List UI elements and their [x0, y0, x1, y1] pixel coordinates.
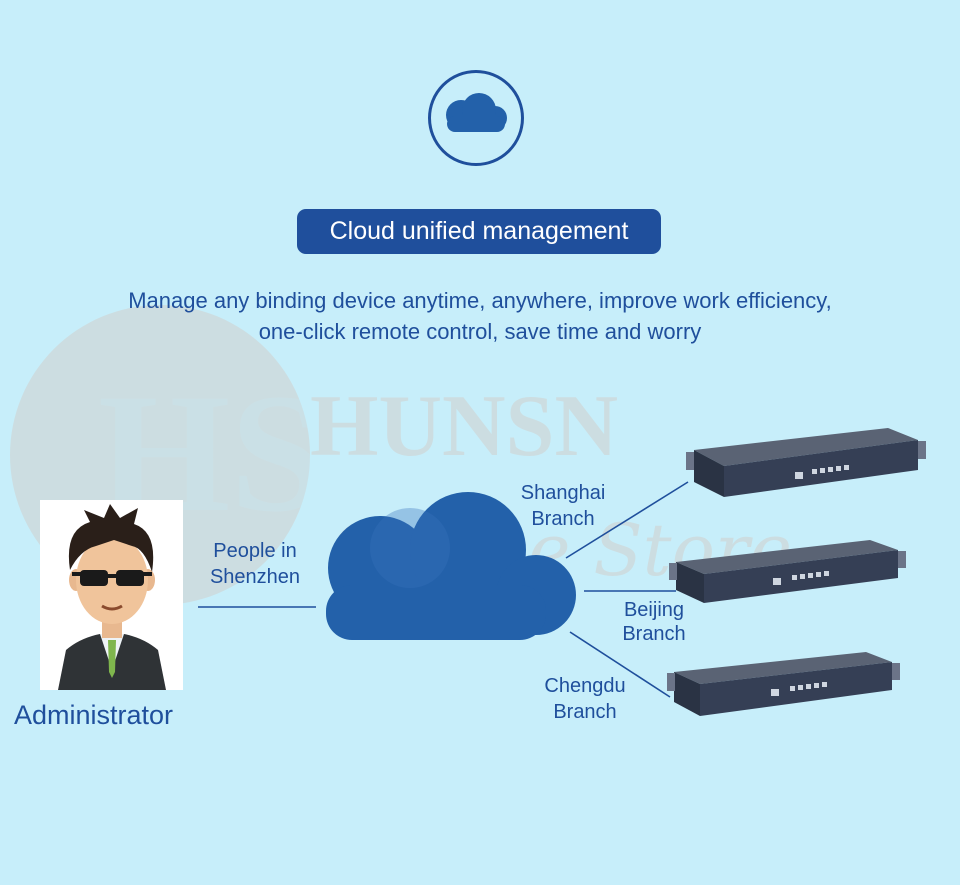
admin-connection-line-1: People in — [213, 540, 297, 562]
cloud-icon — [446, 93, 507, 132]
subtitle-line-2: one-click remote control, save time and … — [258, 319, 702, 344]
administrator-panel — [40, 500, 183, 690]
admin-connection-line-2: Shenzhen — [209, 566, 301, 588]
shanghai-connection-line — [565, 481, 689, 559]
administrator-avatar-icon — [58, 504, 166, 690]
chengdu-router-device — [667, 652, 900, 716]
shanghai-branch-line-2: Branch — [531, 508, 595, 530]
shanghai-branch-label: Shanghai Branch — [500, 480, 626, 532]
subtitle: Manage any binding device anytime, anywh… — [20, 285, 940, 347]
page-title: Cloud unified management — [297, 209, 661, 254]
shanghai-branch-line-1: Shanghai — [520, 482, 606, 504]
cloud-badge — [428, 70, 524, 166]
beijing-router-device — [669, 540, 906, 603]
chengdu-branch-label: Chengdu Branch — [522, 673, 648, 725]
beijing-branch-line-2: Branch — [622, 623, 686, 645]
beijing-branch-label: Beijing Branch — [598, 598, 710, 646]
chengdu-branch-line-1: Chengdu — [544, 675, 626, 697]
beijing-branch-line-1: Beijing — [623, 599, 685, 621]
shanghai-router-device — [686, 428, 926, 497]
administrator-label: Administrator — [14, 700, 174, 730]
admin-connection-label: People in Shenzhen — [196, 538, 314, 590]
watermark-brand: HUNSN — [310, 378, 618, 475]
central-cloud-icon — [326, 492, 576, 640]
chengdu-connection-line — [569, 631, 671, 698]
chengdu-branch-line-2: Branch — [553, 701, 617, 723]
subtitle-line-1: Manage any binding device anytime, anywh… — [128, 288, 832, 313]
